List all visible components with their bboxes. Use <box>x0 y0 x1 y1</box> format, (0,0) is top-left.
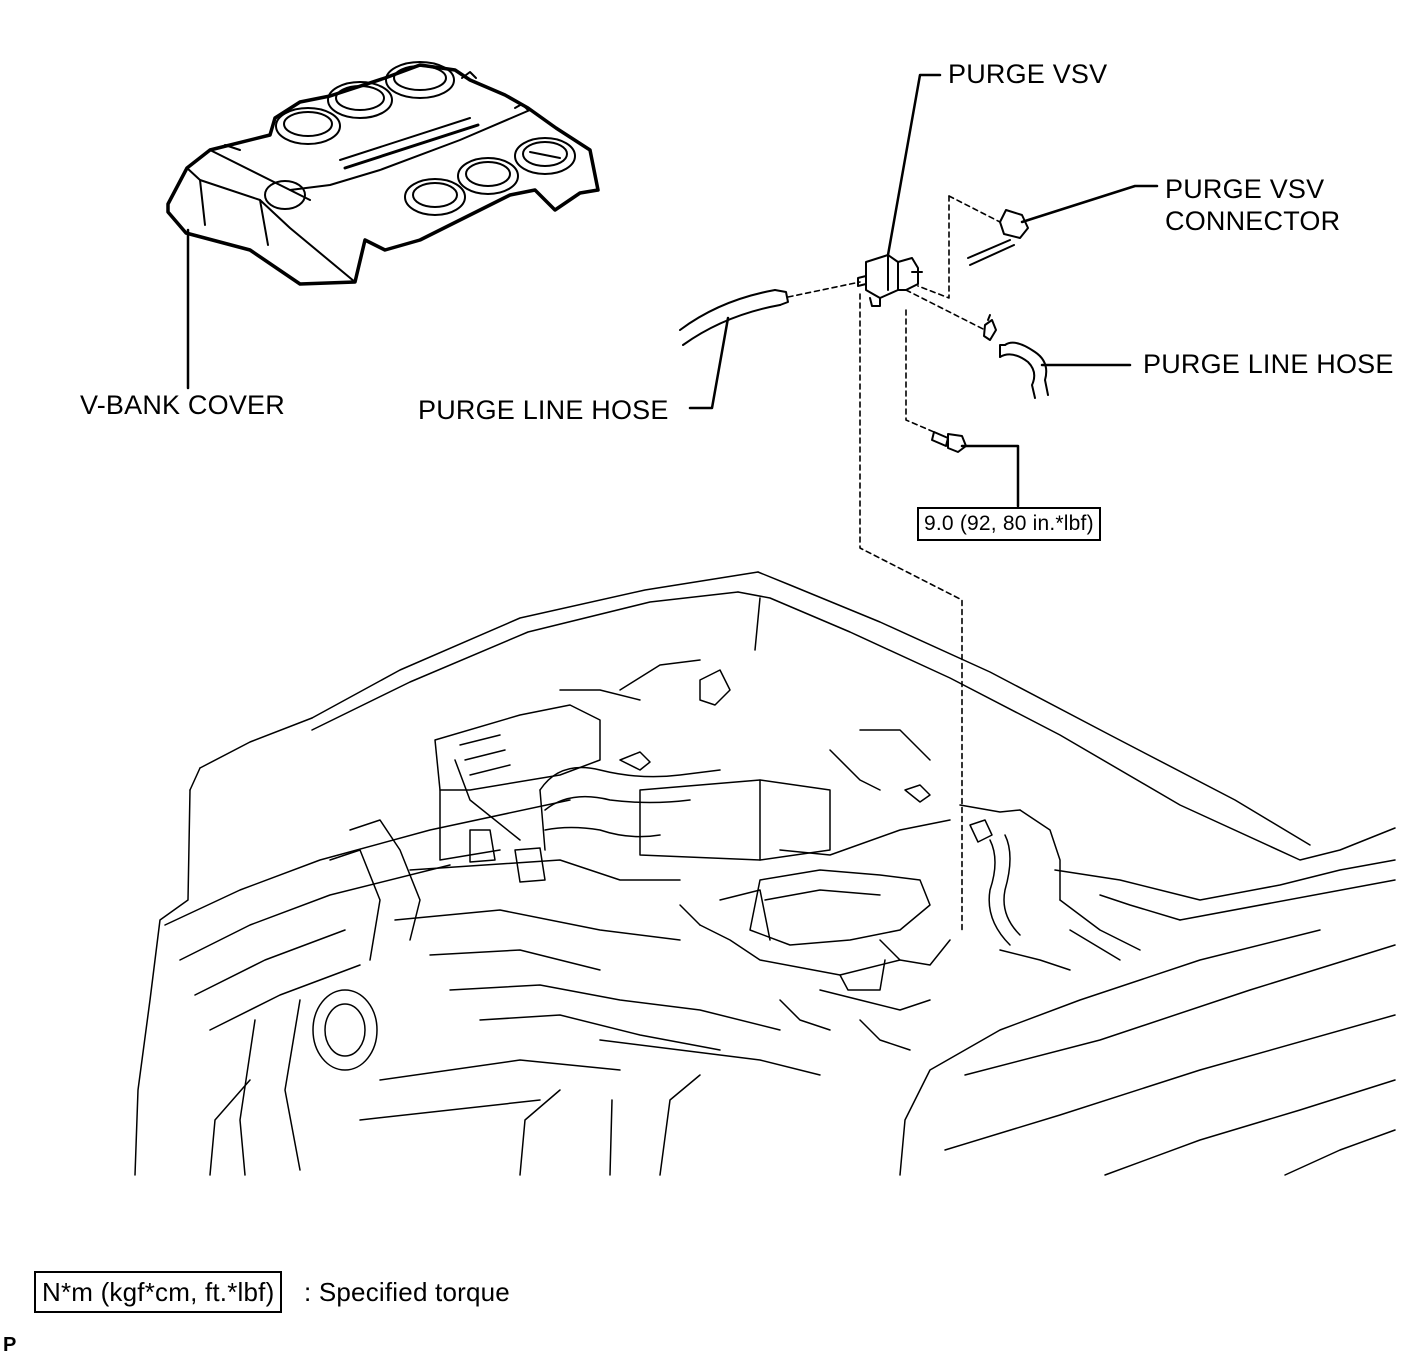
label-purge-vsv-connector-line2: CONNECTOR <box>1165 206 1341 236</box>
purge-vsv-connector-leader <box>1020 184 1159 224</box>
purge-vsv-leader <box>886 73 942 257</box>
label-v-bank-cover: V-BANK COVER <box>80 390 285 420</box>
legend-torque-unit-box: N*m (kgf*cm, ft.*lbf) <box>34 1271 283 1313</box>
label-purge-vsv-connector-line1: PURGE VSV <box>1165 174 1325 204</box>
label-purge-vsv: PURGE VSV <box>948 59 1108 89</box>
purge-line-hose-right-illustration <box>983 314 1049 399</box>
bolt-leader <box>960 444 1020 508</box>
purge-vsv-illustration <box>857 254 923 307</box>
label-purge-line-hose-right: PURGE LINE HOSE <box>1143 349 1394 379</box>
purge-vsv-connector-illustration <box>967 209 1029 266</box>
torque-value-box: 9.0 (92, 80 in.*lbf) <box>917 507 1101 541</box>
purge-line-hose-left-leader <box>688 316 730 410</box>
vehicle-engine-bay-illustration <box>134 571 1396 1176</box>
purge-line-hose-left-illustration <box>679 289 789 346</box>
bolt-illustration <box>931 431 967 453</box>
v-bank-cover-illustration <box>166 61 600 286</box>
assembly-dashed-lines <box>787 195 1001 931</box>
corner-mark: P <box>3 1334 17 1356</box>
legend-torque-description: : Specified torque <box>304 1277 510 1307</box>
label-purge-line-hose-left: PURGE LINE HOSE <box>418 395 669 425</box>
